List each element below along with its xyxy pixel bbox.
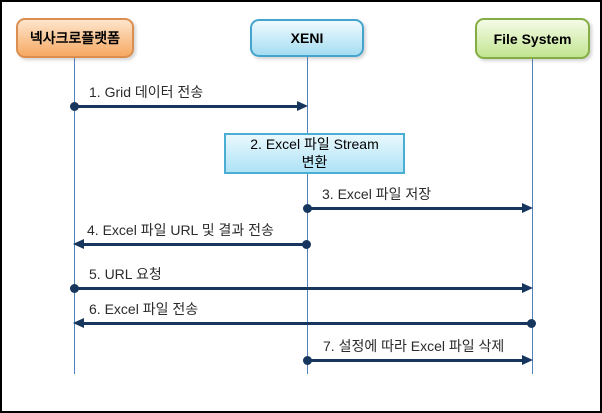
arrow-head-icon-1: [297, 101, 308, 111]
lifeline-file-system: [532, 58, 533, 374]
arrow-head-icon-7: [522, 355, 533, 365]
message-origin-dot-7: [303, 356, 312, 365]
actor-xeni-label: XENI: [290, 30, 324, 46]
message-origin-dot-6: [527, 319, 536, 328]
message-arrow-7: 7. 설정에 따라 Excel 파일 삭제: [303, 338, 533, 365]
arrow-head-icon-5: [522, 283, 533, 293]
arrow-head-icon-6: [73, 318, 84, 328]
message-shaft-3: [307, 207, 525, 210]
message-arrow-6: 6. Excel 파일 전송: [73, 301, 536, 328]
message-label-7: 7. 설정에 따라 Excel 파일 삭제: [323, 338, 505, 354]
message-arrow-5: 5. URL 요청: [70, 266, 533, 293]
process-box-excel-stream: 2. Excel 파일 Stream 변환: [224, 133, 405, 174]
message-shaft-4: [81, 243, 307, 246]
message-origin-dot-4: [302, 240, 311, 249]
message-label-4: 4. Excel 파일 URL 및 결과 전송: [87, 222, 274, 238]
lifeline-xeni: [307, 57, 308, 374]
actor-nexacro-platform: 넥사크로플랫폼: [16, 18, 134, 58]
arrow-head-icon-4: [73, 239, 84, 249]
message-label-1: 1. Grid 데이터 전송: [89, 84, 204, 100]
lifeline-nexacro-platform: [74, 58, 75, 374]
message-arrow-1: 1. Grid 데이터 전송: [70, 84, 308, 111]
actor-xeni: XENI: [250, 19, 364, 57]
actor-file-system: File System: [475, 18, 590, 59]
message-label-3: 3. Excel 파일 저장: [322, 186, 432, 202]
message-shaft-1: [74, 105, 300, 108]
message-label-6: 6. Excel 파일 전송: [89, 301, 199, 317]
arrow-head-icon-3: [522, 203, 533, 213]
message-label-5: 5. URL 요청: [89, 266, 162, 282]
message-origin-dot-5: [70, 284, 79, 293]
message-origin-dot-3: [303, 204, 312, 213]
actor-file-system-label: File System: [493, 30, 572, 47]
message-shaft-6: [81, 322, 532, 325]
message-arrow-4: 4. Excel 파일 URL 및 결과 전송: [73, 222, 311, 249]
actor-nexacro-platform-label: 넥사크로플랫폼: [29, 30, 121, 46]
process-box-label-line1: 2. Excel 파일 Stream: [250, 136, 379, 152]
message-origin-dot-1: [70, 102, 79, 111]
message-shaft-5: [74, 287, 525, 290]
message-arrow-3: 3. Excel 파일 저장: [303, 186, 533, 213]
process-box-label-line2: 변환: [301, 153, 328, 170]
message-shaft-7: [307, 359, 525, 362]
